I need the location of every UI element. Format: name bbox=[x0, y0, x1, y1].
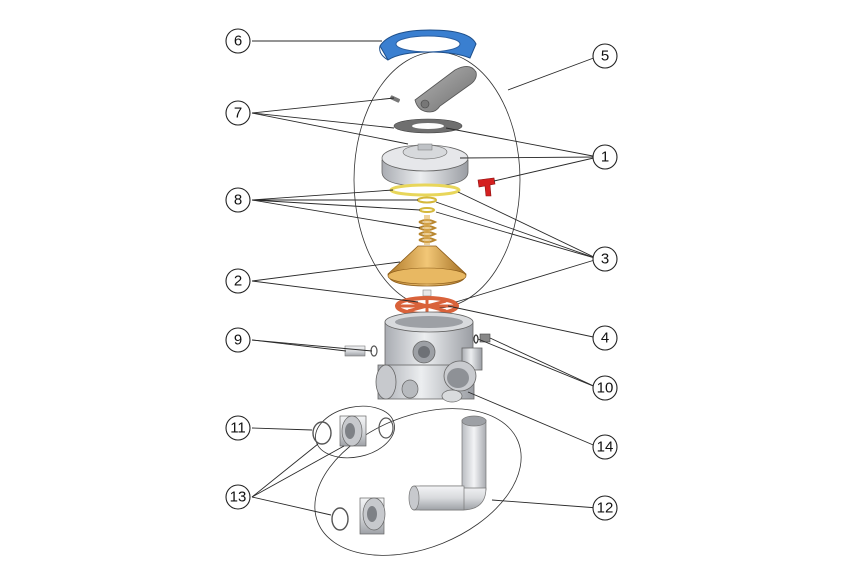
svg-text:11: 11 bbox=[230, 420, 246, 437]
callout-7: 7 bbox=[225, 100, 251, 126]
svg-text:5: 5 bbox=[601, 48, 609, 65]
callout-6: 6 bbox=[225, 28, 251, 54]
gauge-plug-part bbox=[473, 333, 491, 344]
small-screw-part bbox=[389, 95, 401, 103]
svg-text:1: 1 bbox=[601, 149, 609, 166]
callout-9: 9 bbox=[225, 327, 251, 353]
flat-gasket-part bbox=[393, 118, 463, 134]
elbow-pipe-part bbox=[408, 415, 487, 511]
svg-text:2: 2 bbox=[234, 273, 242, 290]
valve-cover-part bbox=[381, 143, 469, 187]
drain-plug-part bbox=[344, 345, 378, 357]
callout-3: 3 bbox=[592, 246, 618, 272]
svg-text:7: 7 bbox=[234, 105, 242, 122]
callout-5: 5 bbox=[592, 43, 618, 69]
pipe-group-outline bbox=[314, 408, 522, 556]
callout-4: 4 bbox=[592, 325, 618, 351]
callout-1: 1 bbox=[592, 144, 618, 170]
lid-ring-part bbox=[379, 29, 477, 61]
callout-2: 2 bbox=[225, 268, 251, 294]
valve-body-part bbox=[375, 311, 483, 403]
cone-diffuser-part bbox=[387, 245, 467, 287]
svg-text:6: 6 bbox=[234, 33, 242, 50]
svg-text:9: 9 bbox=[234, 332, 242, 349]
svg-text:3: 3 bbox=[601, 251, 609, 268]
svg-text:4: 4 bbox=[601, 330, 609, 347]
union-connector-part-2 bbox=[331, 497, 386, 535]
small-oring-part bbox=[417, 196, 437, 204]
shaft-pin-part bbox=[422, 289, 432, 297]
callout-14: 14 bbox=[592, 434, 618, 460]
callout-8: 8 bbox=[225, 187, 251, 213]
callout-13: 13 bbox=[225, 484, 251, 510]
yellow-oring-part bbox=[389, 183, 461, 197]
svg-text:12: 12 bbox=[597, 500, 614, 517]
callout-12: 12 bbox=[592, 495, 618, 521]
svg-text:13: 13 bbox=[230, 489, 247, 506]
svg-text:8: 8 bbox=[234, 192, 242, 209]
spring-part bbox=[418, 215, 438, 245]
leader-lines bbox=[251, 40, 600, 516]
red-bleed-screw-part bbox=[477, 177, 496, 197]
small-oring-part-2 bbox=[419, 207, 435, 213]
union-connector-part bbox=[312, 415, 394, 447]
callout-11: 11 bbox=[225, 415, 251, 441]
svg-text:14: 14 bbox=[597, 439, 614, 456]
handle-part bbox=[414, 66, 477, 113]
callout-10: 10 bbox=[592, 375, 618, 401]
svg-text:10: 10 bbox=[597, 380, 614, 397]
